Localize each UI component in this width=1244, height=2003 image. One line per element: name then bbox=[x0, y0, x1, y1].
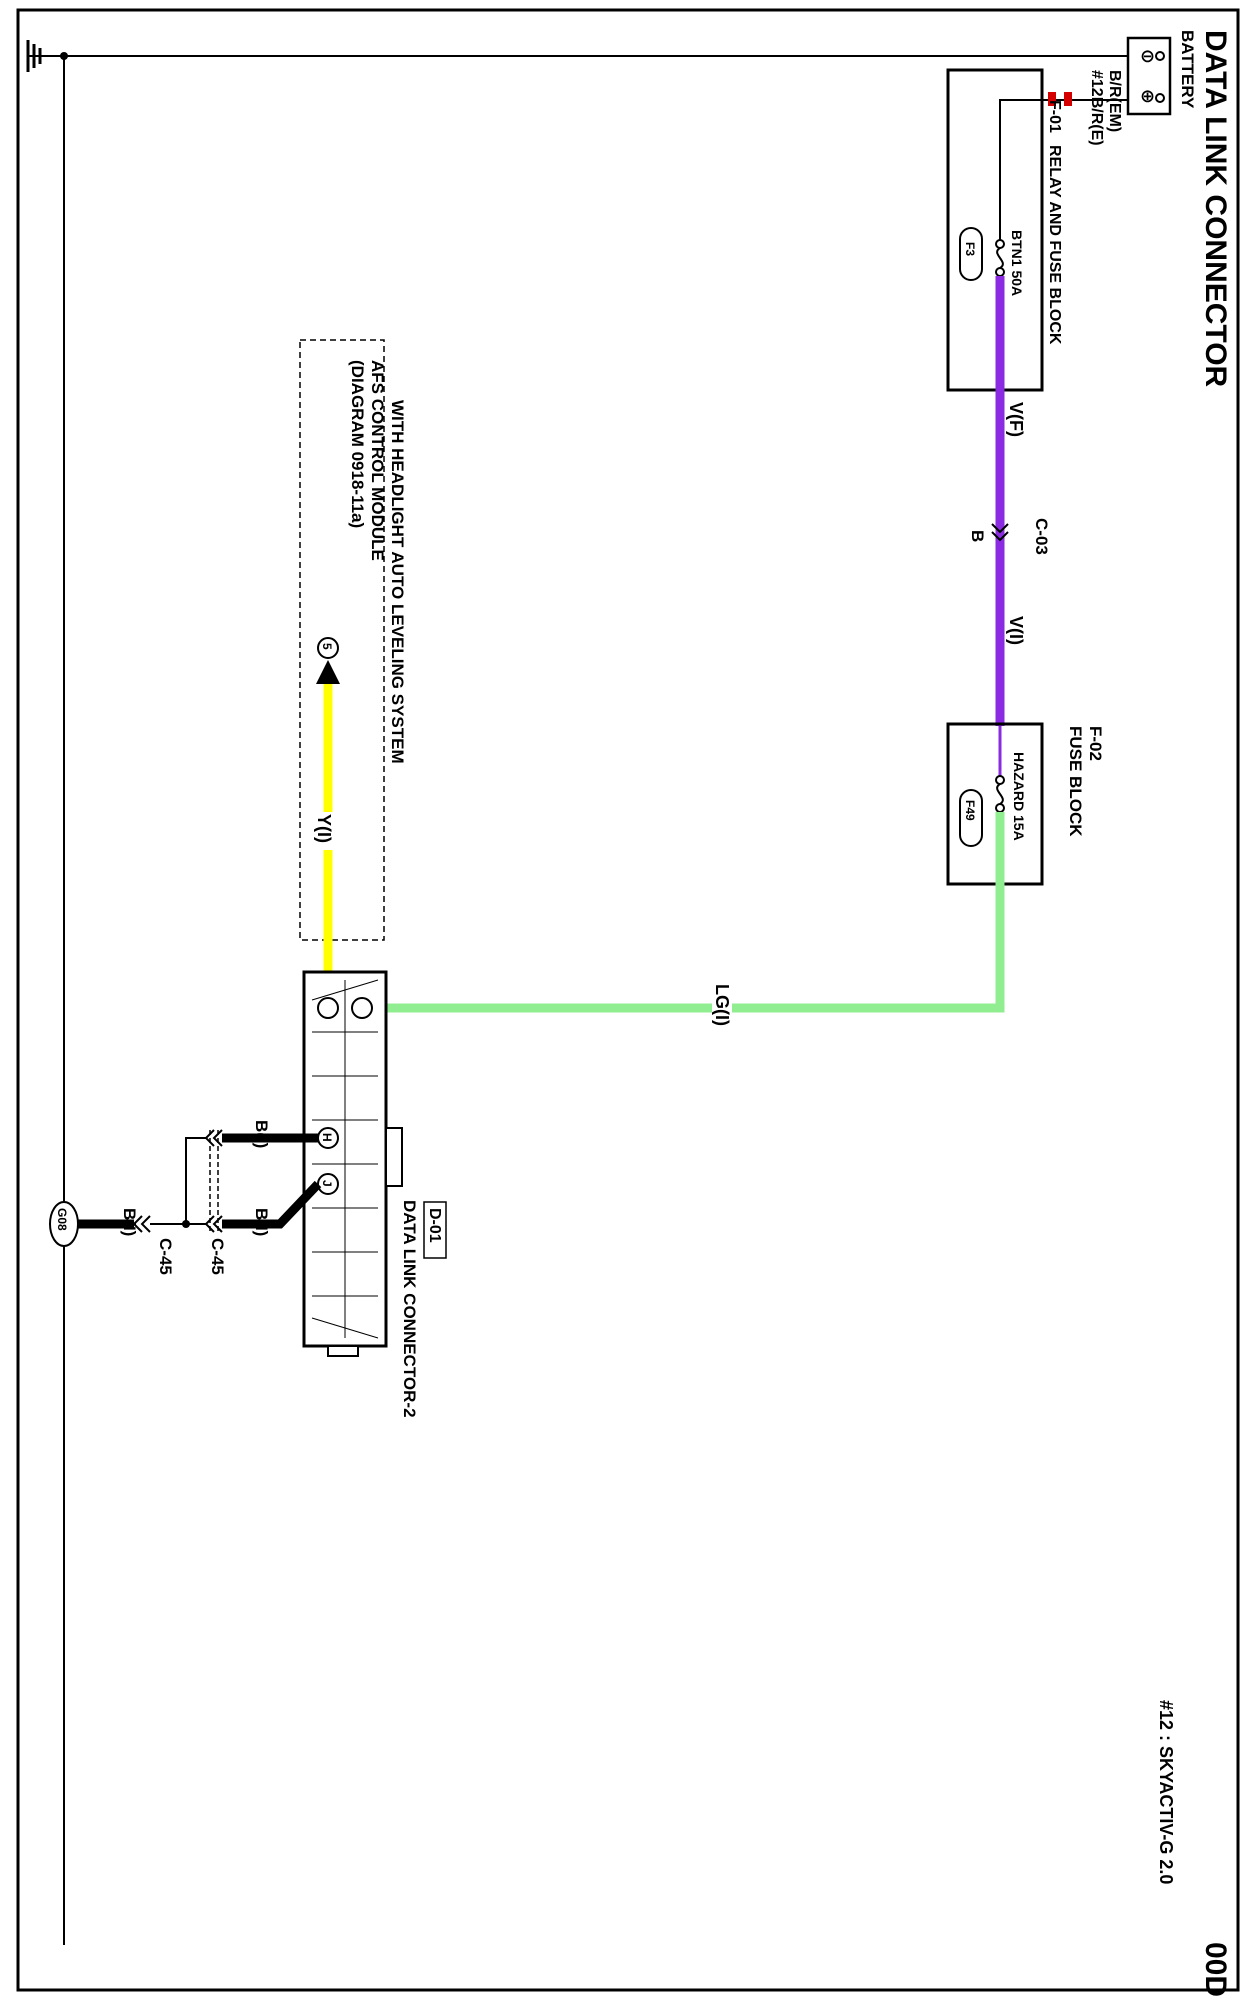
battery: ⊖ ⊕ BATTERY bbox=[1126, 30, 1197, 116]
wire-label-bg bbox=[712, 982, 732, 1034]
fuse-id-badge bbox=[959, 227, 983, 281]
fusible-link-marker bbox=[1048, 92, 1056, 106]
afs-arrow-icon bbox=[316, 660, 340, 684]
afs-option-box bbox=[299, 339, 385, 941]
dlc-id-box bbox=[423, 1201, 447, 1259]
fuse-id-f3: F3 bbox=[963, 242, 977, 256]
page-frame bbox=[16, 8, 1240, 1992]
fuse-block bbox=[946, 722, 1044, 886]
btn1-fuse-rating: BTN1 50A bbox=[1009, 230, 1025, 296]
connector-c45-label-b: C-45 bbox=[156, 1238, 175, 1275]
relay-internal-wire bbox=[999, 99, 1048, 240]
wire-label-vf: V(F) bbox=[1006, 402, 1026, 437]
wire-label-y: Y(I) bbox=[314, 814, 334, 843]
battery-pos-terminal: ⊕ bbox=[1140, 86, 1155, 106]
diagram-code: 00D-a bbox=[1199, 1942, 1232, 1998]
wire-label-vi: V(I) bbox=[1006, 616, 1026, 645]
fusible-link-marker-2 bbox=[1064, 92, 1072, 106]
battery-wire-color-2: #12B/R(E) bbox=[1088, 70, 1105, 146]
wire-label-lg: LG(I) bbox=[712, 984, 732, 1026]
dlc-pin-h-label: H bbox=[320, 1133, 334, 1142]
afs-module-name: AFS CONTROL MODULE bbox=[368, 360, 387, 561]
engine-note: #12 : SKYACTIV-G 2.0 bbox=[1156, 1700, 1176, 1884]
battery-wire-color-1: B/R(EM) bbox=[1106, 70, 1123, 132]
dlc-name: DATA LINK CONNECTOR-2 bbox=[400, 1200, 419, 1418]
relay-fuse-connector-id: F-01 bbox=[1046, 100, 1063, 133]
afs-pin-circle bbox=[317, 637, 339, 659]
battery-neg-terminal: ⊖ bbox=[1140, 46, 1155, 66]
connector-c03-icon bbox=[991, 523, 1009, 542]
connector-c45-label-a: C-45 bbox=[208, 1238, 227, 1275]
connector-c03-label: C-03 bbox=[1032, 518, 1051, 555]
splice-wire bbox=[185, 1137, 206, 1225]
dlc-pin-j-label: J bbox=[320, 1180, 334, 1187]
afs-pin-number: 5 bbox=[320, 643, 334, 650]
wire-label-b3: B(I) bbox=[120, 1208, 139, 1236]
fuse-icon bbox=[995, 239, 1005, 277]
ground-point-icon bbox=[49, 1201, 79, 1247]
fuse-id-f49: F49 bbox=[963, 800, 977, 821]
dlc-id: D-01 bbox=[426, 1208, 443, 1243]
wire-y-label-bg bbox=[314, 812, 338, 850]
fuse-block-name: FUSE BLOCK bbox=[1066, 726, 1085, 837]
fuse-id-badge-f49 bbox=[959, 789, 983, 847]
data-link-connector bbox=[302, 970, 403, 1357]
page-title: DATA LINK CONNECTOR bbox=[1199, 30, 1232, 388]
connector-c45-icon bbox=[204, 1129, 223, 1233]
relay-fuse-block bbox=[946, 68, 1044, 392]
afs-option-label: WITH HEADLIGHT AUTO LEVELING SYSTEM bbox=[388, 400, 407, 764]
hazard-fuse-icon bbox=[995, 775, 1005, 813]
connector-c03-pin: B bbox=[968, 530, 987, 542]
fuse-block-connector-id: F-02 bbox=[1086, 726, 1105, 761]
wire-black-j bbox=[222, 1180, 322, 1229]
ground-id: G08 bbox=[55, 1208, 69, 1231]
relay-fuse-block-name: RELAY AND FUSE BLOCK bbox=[1046, 145, 1063, 345]
wire-label-b1: B(I) bbox=[252, 1120, 271, 1148]
wire-lightgreen bbox=[370, 812, 1005, 1013]
hazard-fuse-rating: HAZARD 15A bbox=[1011, 752, 1027, 841]
chassis-ground-icon bbox=[26, 40, 64, 72]
battery-label: BATTERY bbox=[1178, 30, 1197, 109]
afs-diagram-ref: (DIAGRAM 0918-11a) bbox=[348, 360, 367, 528]
wire-label-b2: B(I) bbox=[252, 1208, 271, 1236]
